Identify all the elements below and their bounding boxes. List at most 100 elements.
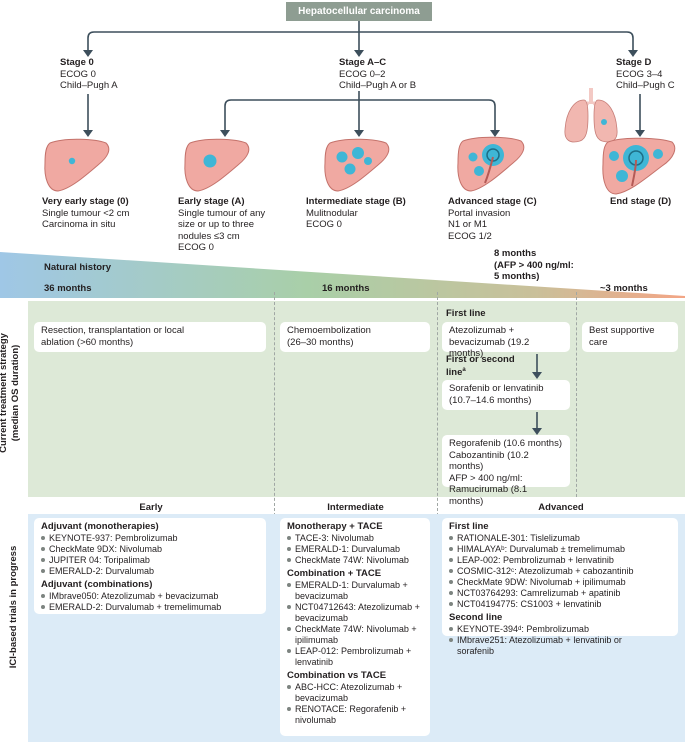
bullet-icon <box>41 536 45 540</box>
natural-history-wedge <box>0 252 685 298</box>
trial-item: RENOTACE: Regorafenib + <box>287 704 423 715</box>
stage-tree-connectors <box>83 21 645 137</box>
liver-end-stage <box>602 137 676 195</box>
trial-section-heading: Monotherapy + TACE <box>287 521 383 532</box>
end-stage-caption: End stage (D) <box>610 196 672 207</box>
bullet-icon <box>449 627 453 631</box>
trial-item-continuation: bevacizumab <box>295 613 349 623</box>
trial-item: IMbrave251: Atezolizumab + lenvatinib or <box>449 635 671 646</box>
trial-item-continuation: bevacizumab <box>295 591 349 601</box>
trial-item: IMbrave050: Atezolizumab + bevacizumab <box>41 591 259 602</box>
trial-item-continuation: lenvatinib <box>295 657 334 667</box>
trial-section-heading: Second line <box>449 612 503 623</box>
bullet-icon <box>449 638 453 642</box>
trial-item: LEAP-002: Pembrolizumab + lenvatinib <box>449 555 671 566</box>
first-line-label: First line <box>446 308 486 319</box>
intermediate-treatment-box: Chemoembolization (26–30 months) <box>280 322 430 352</box>
bullet-icon <box>287 558 291 562</box>
natural-history-36-months: 36 months <box>44 283 92 294</box>
trial-item-continuation: nivolumab <box>295 715 337 725</box>
bullet-icon <box>449 602 453 606</box>
bullet-icon <box>287 649 291 653</box>
best-supportive-care-box: Best supportive care <box>582 322 678 352</box>
third-line-box: Regorafenib (10.6 months) Cabozantinib (… <box>442 435 570 507</box>
arrow-to-second-box <box>532 354 542 379</box>
early-trials-box: Adjuvant (monotherapies)KEYNOTE-937: Pem… <box>34 518 266 614</box>
bullet-icon <box>41 594 45 598</box>
trials-head-early: Early <box>139 502 163 513</box>
trial-section-heading: Combination vs TACE <box>287 670 387 681</box>
trial-item: EMERALD-2: Durvalumab + tremelimumab <box>41 602 259 613</box>
bullet-icon <box>287 707 291 711</box>
trial-item: EMERALD-2: Durvalumab <box>41 566 259 577</box>
bullet-icon <box>41 569 45 573</box>
trial-item: CheckMate 9DX: Nivolumab <box>41 544 259 555</box>
trial-item: LEAP-012: Pembrolizumab + <box>287 646 423 657</box>
bullet-icon <box>287 605 291 609</box>
bullet-icon <box>449 536 453 540</box>
natural-history-3-months: ~3 months <box>600 283 648 294</box>
arrow-to-third-box <box>532 412 542 435</box>
liver-advanced <box>457 136 525 192</box>
trial-item: KEYNOTE-394ᵈ: Pembrolizumab <box>449 624 671 635</box>
trial-item: EMERALD-1: Durvalumab <box>287 544 423 555</box>
trial-item: HIMALAYAᵇ: Durvalumab ± tremelimumab <box>449 544 671 555</box>
trial-item: NCT04194775: CS1003 + lenvatinib <box>449 599 671 610</box>
trial-section-heading: Combination + TACE <box>287 568 382 579</box>
very-early-stage-caption: Very early stage (0) Single tumour <2 cm… <box>42 196 130 230</box>
early-treatment-box: Resection, transplantation or local abla… <box>34 322 266 352</box>
trial-item: NCT03764293: Camrelizumab + apatinib <box>449 588 671 599</box>
advanced-stage-caption: Advanced stage (C) Portal invasion N1 or… <box>448 196 537 242</box>
trials-head-advanced: Advanced <box>538 502 584 513</box>
intermediate-stage-caption: Intermediate stage (B) Mulitnodular ECOG… <box>306 196 406 230</box>
trial-item: EMERALD-1: Durvalumab + <box>287 580 423 591</box>
trial-section-heading: First line <box>449 521 489 532</box>
trial-item: CheckMate 74W: Nivolumab + <box>287 624 423 635</box>
trial-section-heading: Adjuvant (combinations) <box>41 579 153 590</box>
liver-intermediate <box>324 138 390 192</box>
trial-item: ABC-HCC: Atezolizumab + <box>287 682 423 693</box>
trial-item: NCT04712643: Atezolizumab + <box>287 602 423 613</box>
natural-history-8-months: 8 months (AFP > 400 ng/ml: 5 months) <box>494 248 574 282</box>
bullet-icon <box>449 547 453 551</box>
diagram-title: Hepatocellular carcinoma <box>286 2 432 21</box>
bullet-icon <box>41 547 45 551</box>
bullet-icon <box>287 583 291 587</box>
bullet-icon <box>449 580 453 584</box>
early-stage-caption: Early stage (A) Single tumour of any siz… <box>178 196 266 253</box>
stage-0-label: Stage 0 ECOG 0 Child–Pugh A <box>60 57 118 91</box>
stage-d-label: Stage D ECOG 3–4 Child–Pugh C <box>616 57 675 91</box>
trial-item: COSMIC-312ᶜ: Atezolizumab + cabozantinib <box>449 566 671 577</box>
trial-item: CheckMate 74W: Nivolumab <box>287 555 423 566</box>
trial-section-heading: Adjuvant (monotherapies) <box>41 521 159 532</box>
liver-early <box>184 138 250 192</box>
trial-item: KEYNOTE-937: Pembrolizumab <box>41 533 259 544</box>
bullet-icon <box>449 558 453 562</box>
stage-a-c-label: Stage A–C ECOG 0–2 Child–Pugh A or B <box>339 57 417 91</box>
bullet-icon <box>287 685 291 689</box>
bullet-icon <box>287 536 291 540</box>
bullet-icon <box>449 569 453 573</box>
trial-item-continuation: bevacizumab <box>295 693 349 703</box>
first-line-box: Atezolizumab + bevacizumab (19.2 months) <box>442 322 570 359</box>
trial-item-continuation: ipilimumab <box>295 635 339 645</box>
trials-head-intermediate: Intermediate <box>327 502 384 513</box>
treatment-strategy-side-label: Current treatment strategy (median OS du… <box>0 333 21 453</box>
bullet-icon <box>287 547 291 551</box>
second-line-box: Sorafenib or lenvatinib (10.7–14.6 month… <box>442 380 570 410</box>
bullet-icon <box>41 558 45 562</box>
column-divider-3 <box>576 292 577 497</box>
first-or-second-line-label: First or second linea <box>446 354 515 379</box>
trial-item: TACE-3: Nivolumab <box>287 533 423 544</box>
bullet-icon <box>287 627 291 631</box>
trials-side-label: ICI-based trials in progress <box>8 545 19 669</box>
trial-item-continuation: sorafenib <box>457 646 495 656</box>
trial-item: RATIONALE-301: Tislelizumab <box>449 533 671 544</box>
natural-history-label: Natural history <box>44 262 112 273</box>
liver-very-early <box>44 138 110 192</box>
trial-item: JUPITER 04: Toripalimab <box>41 555 259 566</box>
lungs-illustration <box>564 88 618 143</box>
trial-item: CheckMate 9DW: Nivolumab + ipilimumab <box>449 577 671 588</box>
